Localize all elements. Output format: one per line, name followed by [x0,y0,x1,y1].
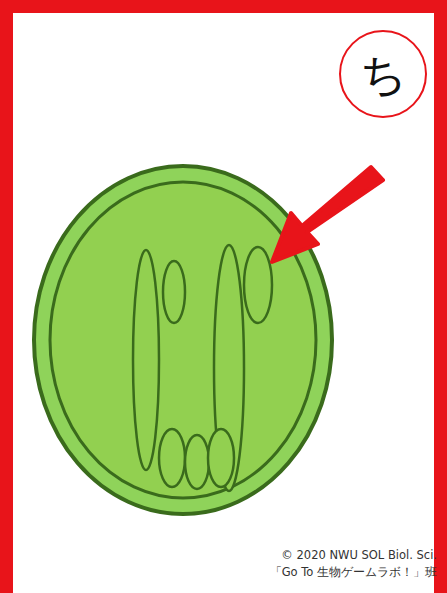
thylakoids [133,245,272,491]
copyright-note: © 2020 NWU SOL Biol. Sci. [281,549,437,563]
inner-membrane [50,182,316,498]
callout-letter: ち [360,51,407,97]
copyright-note: 「Go To 生物ゲームラボ！」班 [270,566,437,580]
callout-circle: ち [339,30,427,118]
pointer-arrow [272,167,383,262]
frame-inner [13,13,434,593]
